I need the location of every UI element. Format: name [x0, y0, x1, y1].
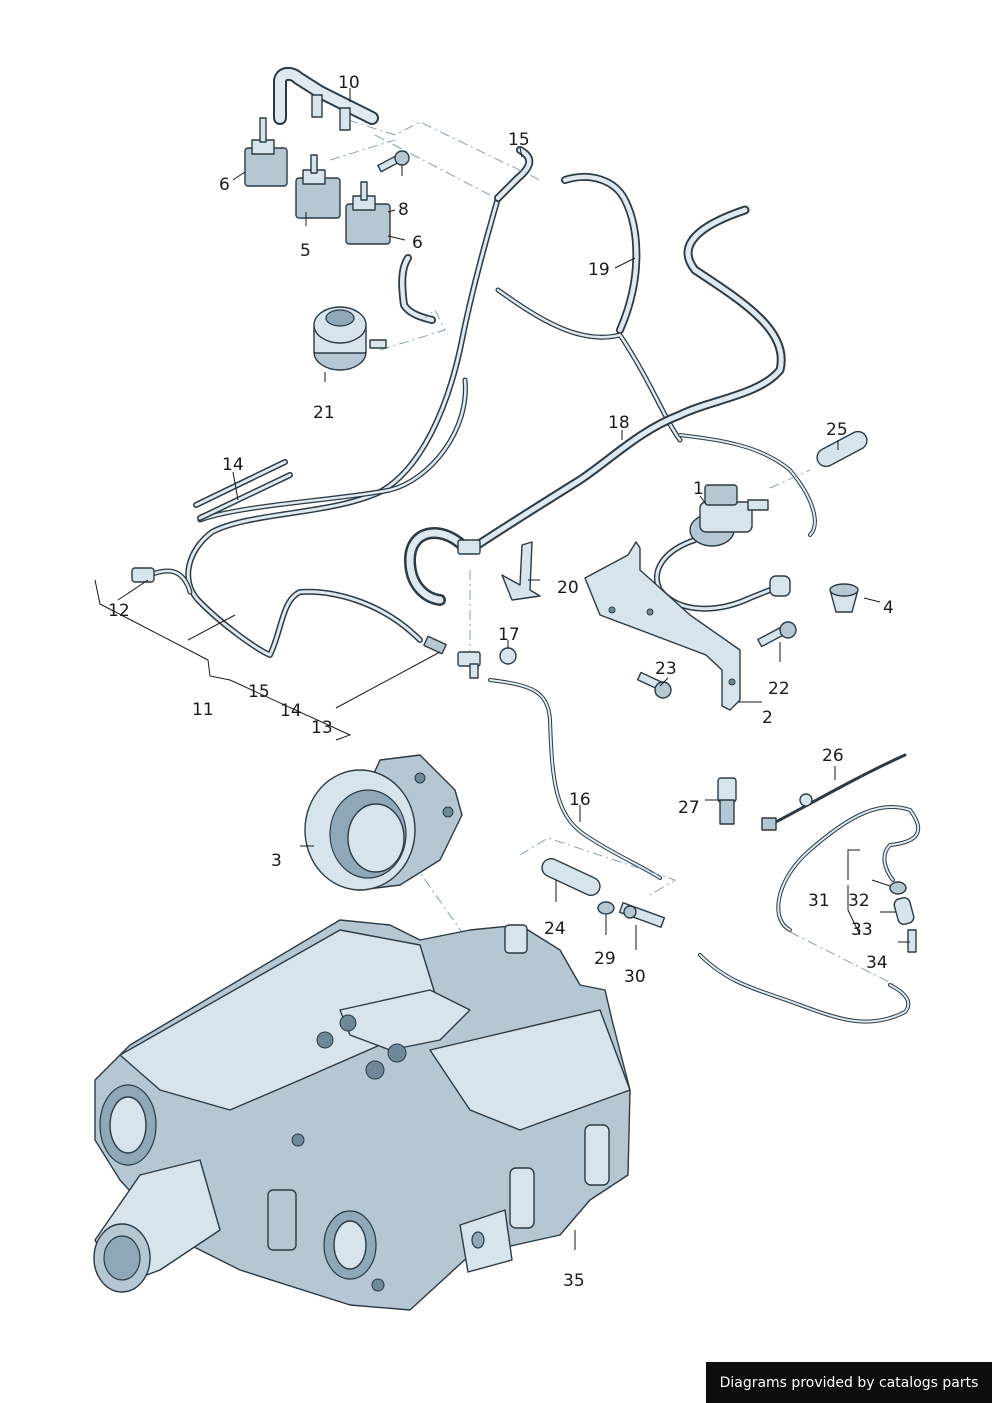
callout-14: 14 — [222, 455, 244, 475]
callout-14-second: 14 — [280, 701, 302, 721]
callout-20: 20 — [557, 578, 579, 598]
hose-19-branch — [495, 287, 683, 443]
vacuum-hose-network — [147, 146, 921, 1024]
callout-24: 24 — [544, 919, 566, 939]
attribution-banner: Diagrams provided by catalogs parts — [706, 1362, 992, 1403]
solenoid-valve-8 — [345, 181, 391, 245]
t-piece — [457, 539, 481, 679]
clamp-29 — [597, 901, 615, 915]
callout-33: 33 — [851, 920, 873, 940]
callout-27: 27 — [678, 798, 700, 818]
fixing-clip-27 — [717, 777, 737, 825]
hose-25 — [678, 433, 817, 537]
assembly-line — [374, 134, 491, 196]
callout-31: 31 — [808, 891, 830, 911]
callout-17: 17 — [498, 625, 520, 645]
hose-secondary — [197, 377, 468, 523]
callout-18: 18 — [608, 413, 630, 433]
connector-30 — [618, 902, 666, 928]
hose-19 — [561, 172, 641, 334]
hose-26 — [768, 753, 907, 827]
assembly-line — [769, 469, 811, 489]
callout-32: 32 — [848, 891, 870, 911]
supercharger-35 — [93, 919, 631, 1311]
bolt-8 — [377, 150, 410, 173]
connector-12 — [131, 567, 155, 583]
diaphragm-valve-21 — [313, 306, 387, 371]
callout-1: 1 — [693, 479, 704, 499]
callout-10: 10 — [338, 73, 360, 93]
connector-13 — [423, 635, 447, 655]
callout-21: 21 — [313, 403, 335, 423]
cable-ties-14 — [193, 459, 293, 521]
leader-lines — [94, 88, 910, 1250]
callout-16: 16 — [569, 790, 591, 810]
bolt-23 — [636, 671, 672, 699]
clamp-32 — [889, 881, 907, 895]
assembly-line — [379, 309, 446, 351]
callout-12: 12 — [108, 601, 130, 621]
callout-3: 3 — [271, 851, 282, 871]
hose-12 — [147, 568, 193, 595]
bracket-2 — [584, 541, 741, 711]
connector-34 — [907, 929, 917, 953]
hose-15 — [494, 146, 534, 202]
callout-26: 26 — [822, 746, 844, 766]
callout-6: 6 — [219, 175, 230, 195]
solenoid-valve-6 — [244, 117, 288, 187]
throttle-body-3 — [304, 754, 463, 891]
hose-piece-33 — [893, 897, 915, 925]
hose-u-bend — [404, 527, 468, 606]
callout-2: 2 — [762, 708, 773, 728]
callout-labels: 10 6 5 8 6 15 19 21 14 18 25 1 20 4 12 1… — [108, 73, 894, 1291]
hose-16 — [488, 678, 662, 880]
callout-29: 29 — [594, 949, 616, 969]
callout-11: 11 — [192, 700, 214, 720]
attribution-text: Diagrams provided by catalogs parts — [719, 1374, 979, 1391]
hose-30 — [698, 953, 911, 1024]
callout-30: 30 — [624, 967, 646, 987]
vacuum-manifold-pipe — [273, 66, 379, 131]
callout-4: 4 — [883, 598, 894, 618]
callout-34: 34 — [866, 953, 888, 973]
callout-25: 25 — [826, 420, 848, 440]
bolt-22 — [757, 621, 797, 648]
vacuum-pump-1 — [689, 484, 769, 547]
hose-6 — [398, 254, 436, 324]
solenoid-valve-5 — [295, 154, 341, 219]
hose-31 — [776, 804, 921, 932]
callout-15-second: 15 — [248, 682, 270, 702]
callout-15: 15 — [508, 130, 530, 150]
callout-35: 35 — [563, 1271, 585, 1291]
bracket-20 — [501, 541, 541, 601]
assembly-line — [329, 139, 396, 161]
hose-main — [185, 195, 501, 658]
elbow-connector — [769, 575, 791, 597]
grommet-4 — [829, 583, 859, 613]
hose-1 — [653, 537, 773, 612]
hose-piece-24 — [541, 858, 601, 896]
hose-right-loop — [465, 205, 786, 555]
callout-22: 22 — [768, 679, 790, 699]
connector-26 — [761, 793, 813, 831]
assembly-line — [347, 119, 541, 181]
callout-6-second: 6 — [412, 233, 423, 253]
callout-13: 13 — [311, 718, 333, 738]
clip-17 — [499, 647, 517, 665]
callout-5: 5 — [300, 241, 311, 261]
assembly-line — [519, 837, 677, 896]
callout-8: 8 — [398, 200, 409, 220]
callout-19: 19 — [588, 260, 610, 280]
callout-23: 23 — [655, 659, 677, 679]
